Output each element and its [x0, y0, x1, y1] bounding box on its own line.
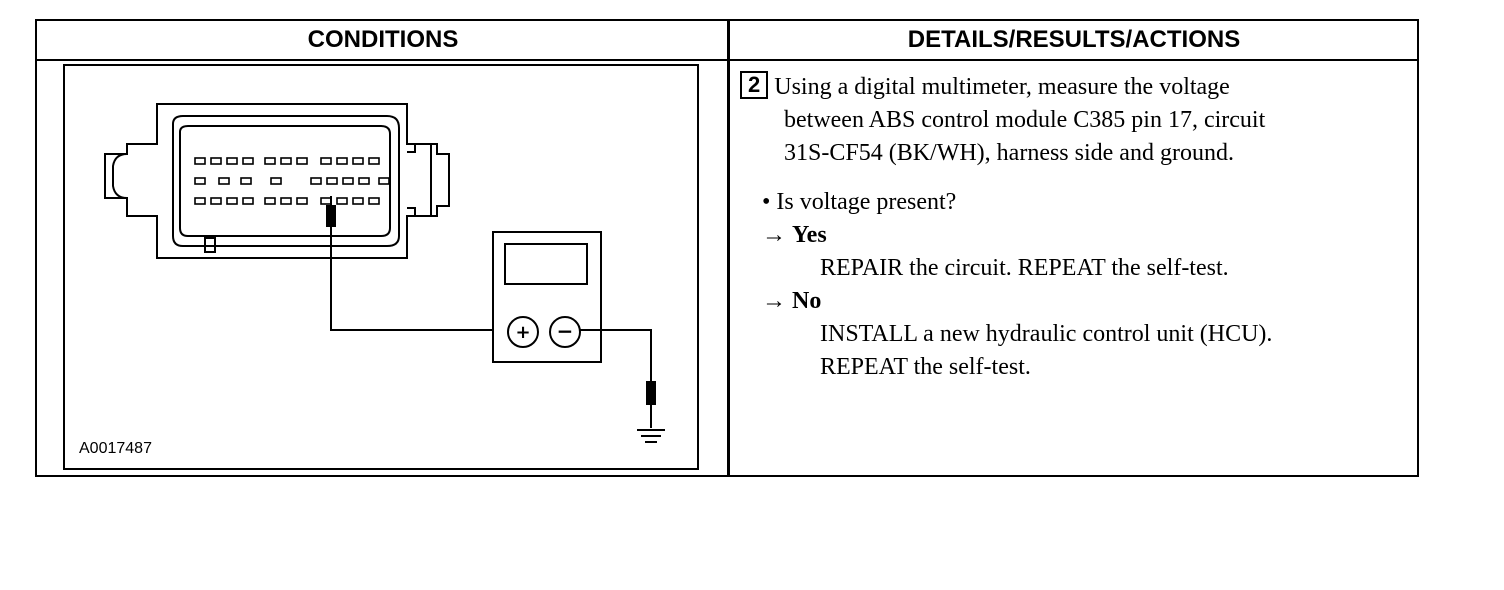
- connector-latch: [407, 143, 432, 217]
- minus-terminal-label: −: [557, 319, 574, 343]
- question: • Is voltage present?: [762, 189, 957, 215]
- no-action-line-1: INSTALL a new hydraulic control unit (HC…: [820, 321, 1273, 347]
- minus-terminal: [549, 316, 581, 348]
- figure-id: A0017487: [79, 440, 152, 457]
- column-divider: [727, 21, 730, 477]
- connector-meter-diagram: + −: [104, 103, 665, 443]
- step-number: 2: [740, 71, 769, 99]
- instruction-line-3: 31S-CF54 (BK/WH), harness side and groun…: [784, 140, 1234, 166]
- ground-lead: [580, 329, 656, 428]
- yes-result: → Yes: [762, 222, 827, 248]
- no-result: → No: [762, 288, 822, 314]
- diagnostic-table: CONDITIONS DETAILS/RESULTS/ACTIONS: [35, 19, 1419, 477]
- details-header: DETAILS/RESULTS/ACTIONS: [729, 21, 1419, 61]
- yes-label: Yes: [792, 222, 827, 248]
- plus-terminal: [507, 316, 539, 348]
- connector-body: [104, 103, 450, 259]
- conditions-figure: + − A0017487: [63, 64, 699, 470]
- conditions-header: CONDITIONS: [37, 21, 729, 61]
- instruction-line-2: between ABS control module C385 pin 17, …: [784, 107, 1266, 133]
- connector-inner-housing: [172, 115, 400, 247]
- instruction-line-1: Using a digital multimeter, measure the …: [774, 74, 1230, 100]
- yes-action: REPAIR the circuit. REPEAT the self-test…: [820, 255, 1229, 281]
- pin-cavities: [194, 157, 390, 205]
- no-action-line-2: REPEAT the self-test.: [820, 354, 1031, 380]
- multimeter: [492, 231, 602, 363]
- plus-terminal-label: +: [515, 322, 530, 343]
- probe-lead: [326, 196, 493, 331]
- no-label: No: [792, 288, 822, 314]
- ground-symbol-icon: [637, 429, 665, 443]
